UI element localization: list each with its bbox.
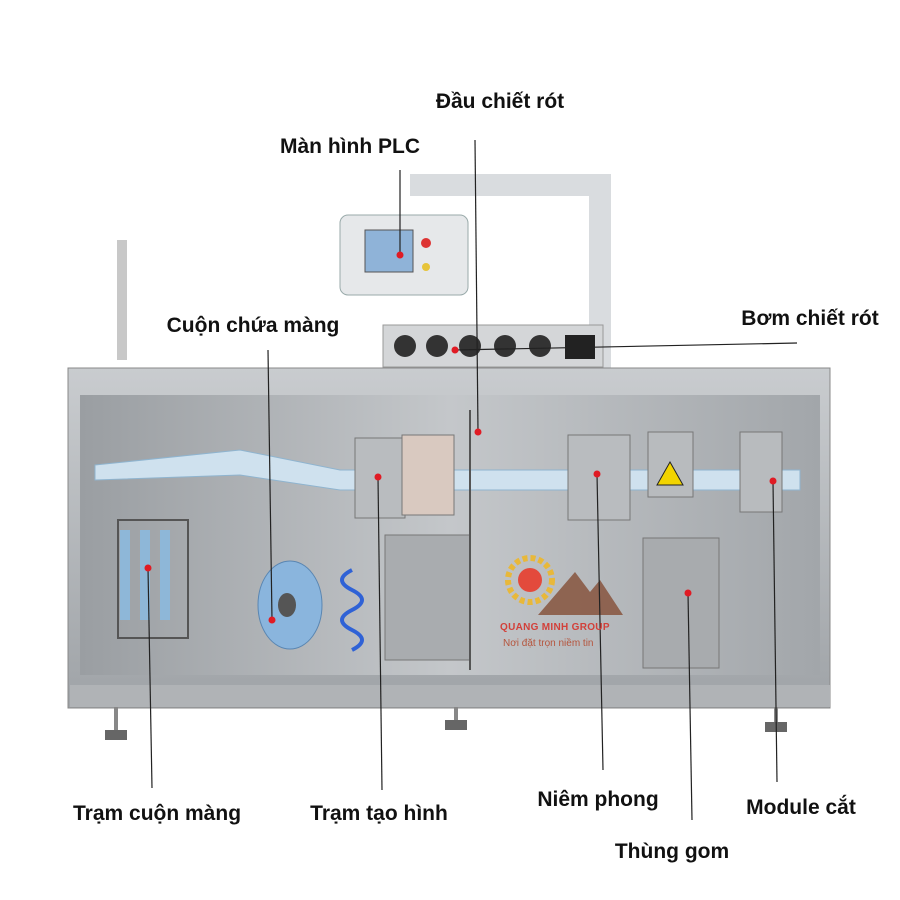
label-plc-screen: Màn hình PLC: [280, 135, 420, 158]
unwind-frame: [117, 519, 189, 639]
indicator-light: [422, 263, 430, 271]
signal-tower: [117, 240, 127, 360]
marker-filling-head: [474, 428, 482, 436]
pipe-arm: [410, 174, 611, 375]
marker-cutting-module: [769, 477, 777, 485]
air-hose: [340, 568, 364, 652]
plc-screen: [364, 229, 414, 273]
leader-lines: [147, 139, 798, 821]
collection-bin: [642, 537, 720, 669]
marker-unwind-station: [144, 564, 152, 572]
label-cutting-module: Module cắt: [746, 796, 856, 819]
marker-sealing: [593, 470, 601, 478]
cutting-module: [739, 431, 783, 513]
marker-dots: [144, 251, 777, 624]
sealing-station: [567, 434, 631, 521]
label-collection-bin: Thùng gom: [614, 840, 730, 863]
label-forming-station: Trạm tạo hình: [310, 802, 448, 825]
label-filling-head: Đầu chiết rót: [435, 90, 565, 113]
marker-collection-bin: [684, 589, 692, 597]
machine-base: [70, 685, 830, 707]
marker-forming-station: [374, 473, 382, 481]
label-filling-pump: Bơm chiết rót: [741, 307, 879, 330]
logo-name: QUANG MINH GROUP: [500, 622, 610, 633]
forming-cabinet: [384, 534, 471, 661]
marker-plc-screen: [396, 251, 404, 259]
label-film-unwind-station: Trạm cuộn màng: [72, 802, 242, 825]
marker-film-roll: [268, 616, 276, 624]
logo-mark: [505, 555, 623, 615]
marker-filling-pump: [451, 346, 459, 354]
logo-tagline: Nơi đặt trọn niềm tin: [503, 638, 594, 649]
label-film-roll: Cuộn chứa màng: [166, 314, 340, 337]
label-sealing: Niêm phong: [537, 788, 659, 811]
stop-button: [421, 238, 431, 248]
